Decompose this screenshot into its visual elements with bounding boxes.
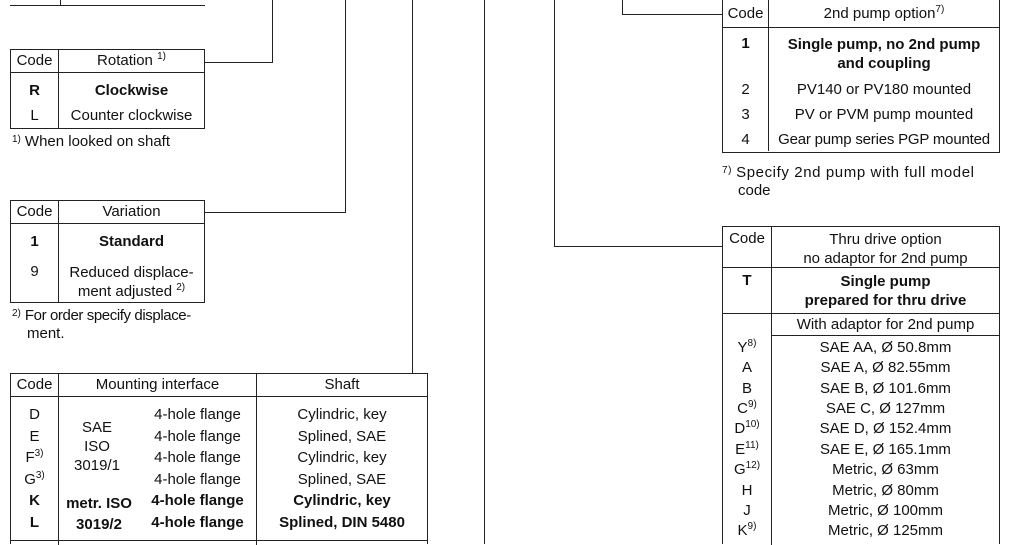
thru-drive-code: E11) <box>735 440 759 459</box>
connector-line <box>554 246 723 247</box>
rotation-label: Clockwise <box>94 82 169 99</box>
connector-line <box>554 0 555 247</box>
thru-drive-single-label: Single pump prepared for thru drive <box>804 273 967 309</box>
mounting-shaft: Splined, DIN 5480 <box>279 514 405 531</box>
mounting-code: F3) <box>25 448 44 467</box>
connector-line <box>272 0 273 63</box>
second-pump-code-header: Code <box>727 5 764 22</box>
thru-drive-code: H <box>741 482 753 499</box>
mounting-shaft: Splined, SAE <box>297 471 387 488</box>
rotation-table: Code Rotation 1) R Clockwise L Counter c… <box>10 49 205 129</box>
mounting-flange: 4-hole flange <box>154 406 241 423</box>
thru-drive-code-header: Code <box>729 230 765 247</box>
thru-drive-label: Metric, Ø 63mm <box>832 461 939 478</box>
thru-drive-code: B <box>741 380 752 397</box>
second-pump-footnote: 7)Specify 2nd pump with full model code <box>722 164 975 199</box>
mounting-code: G3) <box>24 470 45 489</box>
connector-line <box>205 212 346 213</box>
thru-drive-label: SAE E, Ø 165.1mm <box>820 441 951 458</box>
thru-drive-code: D10) <box>734 419 760 438</box>
rotation-code-header: Code <box>16 52 53 69</box>
mounting-flange: 4-hole flange <box>151 492 244 509</box>
thru-drive-code: Y8) <box>737 338 757 357</box>
thru-drive-code: C9) <box>737 399 757 418</box>
rotation-code: L <box>30 107 39 124</box>
thru-drive-label: SAE D, Ø 152.4mm <box>819 420 952 437</box>
thru-drive-single-code: T <box>742 272 752 289</box>
thru-drive-code: K9) <box>737 521 757 540</box>
mounting-table: Code Mounting interface Shaft SAE ISO 30… <box>10 373 428 545</box>
thru-drive-code: J <box>743 502 751 519</box>
second-pump-title: 2nd pump option7) <box>823 4 945 23</box>
thru-drive-title: Thru drive option no adaptor for 2nd pum… <box>803 231 968 267</box>
connector-line <box>345 0 346 213</box>
thru-drive-label: Metric, Ø 100mm <box>827 502 944 519</box>
mounting-shaft: Cylindric, key <box>297 406 387 423</box>
second-pump-label: PV140 or PV180 mounted <box>796 81 972 98</box>
mounting-code-header: Code <box>16 376 53 393</box>
thru-drive-label: SAE C, Ø 127mm <box>825 400 946 417</box>
rotation-code: R <box>29 82 40 99</box>
variation-code: 9 <box>30 263 39 280</box>
mounting-code: K <box>29 492 40 509</box>
second-pump-code: 2 <box>741 81 750 98</box>
thru-drive-code: G12) <box>733 460 761 479</box>
variation-title: Variation <box>102 203 161 220</box>
mounting-interface-header: Mounting interface <box>95 376 220 393</box>
mounting-shaft: Splined, SAE <box>297 428 387 445</box>
rotation-title: Rotation 1) <box>97 51 166 70</box>
thru-drive-label: Metric, Ø 80mm <box>832 482 939 499</box>
second-pump-label: Single pump, no 2nd pump and coupling <box>787 36 981 72</box>
mounting-std-metric: metr. ISO 3019/2 <box>66 495 132 533</box>
variation-code: 1 <box>30 233 39 250</box>
connector-line <box>484 0 485 544</box>
variation-code-header: Code <box>16 203 53 220</box>
connector-line <box>10 5 205 6</box>
second-pump-code: 3 <box>741 106 750 123</box>
second-pump-label: Gear pump series PGP mounted <box>778 131 990 148</box>
variation-label: Reduced displace- ment adjusted 2) <box>69 264 194 300</box>
mounting-code: L <box>29 514 40 531</box>
variation-label: Standard <box>98 233 164 250</box>
mounting-shaft: Cylindric, key <box>297 449 387 466</box>
connector-line <box>622 0 623 15</box>
mounting-flange: 4-hole flange <box>154 449 241 466</box>
thru-drive-adaptor-heading: With adaptor for 2nd pump <box>796 316 975 333</box>
second-pump-table: Code 2nd pump option7) 1 Single pump, no… <box>722 0 1000 153</box>
mounting-std-sae: SAE ISO 3019/1 <box>74 419 120 474</box>
mounting-code: E <box>29 428 40 445</box>
mounting-code: D <box>29 406 40 423</box>
connector-line <box>60 0 61 6</box>
mounting-shaft: Cylindric, key <box>293 492 391 509</box>
thru-drive-label: SAE A, Ø 82.55mm <box>820 359 951 376</box>
rotation-label: Counter clockwise <box>70 107 193 124</box>
variation-table: Code Variation 1 Standard 9 Reduced disp… <box>10 200 205 303</box>
variation-footnote: 2)For order specify displace- ment. <box>12 307 191 342</box>
mounting-flange: 4-hole flange <box>154 428 241 445</box>
connector-line <box>412 0 413 374</box>
mounting-flange: 4-hole flange <box>154 471 241 488</box>
thru-drive-label: Metric, Ø 125mm <box>827 522 944 539</box>
thru-drive-label: SAE B, Ø 101.6mm <box>820 380 951 397</box>
connector-line <box>622 14 723 15</box>
thru-drive-label: SAE AA, Ø 50.8mm <box>819 339 952 356</box>
mounting-flange: 4-hole flange <box>151 514 244 531</box>
thru-drive-table: Code Thru drive option no adaptor for 2n… <box>722 226 1000 545</box>
connector-line <box>205 62 273 63</box>
mounting-shaft-header: Shaft <box>324 376 360 393</box>
second-pump-code: 1 <box>741 35 750 52</box>
rotation-footnote: 1)When looked on shaft <box>12 133 170 150</box>
second-pump-label: PV or PVM pump mounted <box>794 106 974 123</box>
thru-drive-code: A <box>741 359 752 376</box>
second-pump-code: 4 <box>741 131 750 148</box>
